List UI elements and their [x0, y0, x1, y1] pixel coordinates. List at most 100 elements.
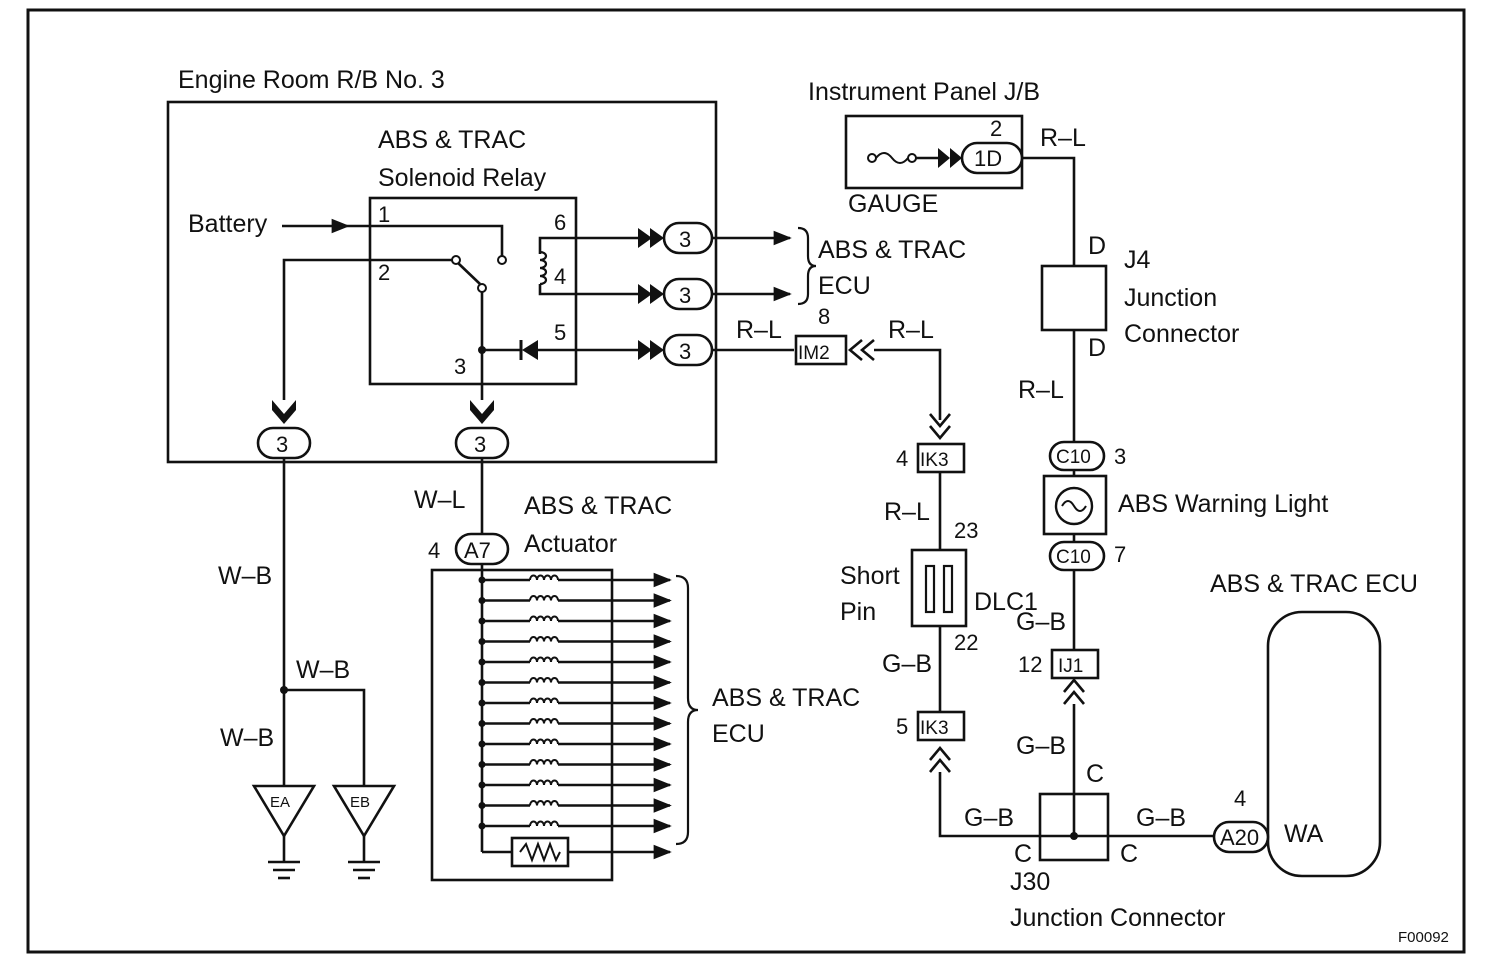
connector-a20 [1212, 820, 1270, 854]
svg-text:Junction Connector: Junction Connector [1010, 904, 1225, 932]
gauge-fuse-label: GAUGE [848, 190, 938, 218]
relay-title-line2: Solenoid Relay [378, 164, 547, 192]
actuator-solenoid-row [478, 798, 672, 813]
svg-text:3: 3 [1114, 444, 1126, 469]
svg-text:C: C [1086, 760, 1104, 788]
wire-wl: W–L [414, 486, 466, 514]
svg-text:Junction: Junction [1124, 284, 1217, 312]
wire-wb-2: W–B [296, 656, 350, 684]
ik3-top-pin: 4 [896, 446, 908, 471]
wire-rl-2: R–L [888, 316, 934, 344]
actuator-solenoid-row [478, 818, 672, 834]
svg-text:IM2: IM2 [798, 343, 830, 364]
connector-ik3-bottom: IK3 5 [896, 710, 966, 742]
actuator-solenoid-row [478, 716, 672, 731]
connector-ij1: IJ1 12 [1018, 648, 1100, 680]
wire-rl-5: R–L [1018, 376, 1064, 404]
relay-box: Engine Room R/B No. 3 [166, 66, 718, 464]
actuator-solenoid-row [478, 593, 672, 608]
svg-text:23: 23 [954, 518, 978, 543]
relay-pin-2: 2 [378, 260, 390, 285]
svg-text:A20: A20 [1220, 825, 1259, 850]
actuator-solenoid-row [478, 634, 672, 649]
connector-ik3-top: IK3 4 [896, 442, 966, 474]
relay-pin-5: 5 [554, 320, 566, 345]
actuator-solenoid-row [478, 736, 672, 752]
warning-light-label: ABS Warning Light [1118, 490, 1328, 518]
svg-text:3: 3 [276, 432, 288, 457]
actuator-solenoid-row [478, 695, 672, 711]
ecu-mid-line1: ABS & TRAC [712, 684, 860, 712]
svg-text:3: 3 [474, 432, 486, 457]
svg-text:3: 3 [679, 339, 691, 364]
svg-text:1D: 1D [974, 146, 1002, 171]
relay-title-line1: ABS & TRAC [378, 126, 526, 154]
relay-pin-6: 6 [554, 210, 566, 235]
wire-gb-1: G–B [882, 650, 932, 678]
svg-text:C: C [1014, 840, 1032, 868]
relay-pin-3: 3 [454, 354, 466, 379]
svg-text:EB: EB [350, 794, 370, 811]
svg-text:C10: C10 [1056, 447, 1091, 468]
svg-text:3: 3 [679, 227, 691, 252]
svg-text:C10: C10 [1056, 547, 1091, 568]
connector-3-top: 3 [638, 221, 714, 255]
ik3-bottom-pin: 5 [896, 714, 908, 739]
connector-3-mid: 3 [638, 277, 714, 311]
diagram-frame [26, 8, 1466, 954]
svg-text:22: 22 [954, 630, 978, 655]
actuator-solenoid-row [478, 757, 672, 772]
connector-3-right-bottom: 3 [454, 400, 510, 460]
svg-text:ABS & TRAC ECU: ABS & TRAC ECU [1210, 570, 1418, 598]
actuator-solenoid-row [478, 654, 672, 670]
svg-text:EA: EA [270, 794, 290, 811]
battery-label: Battery [188, 210, 268, 238]
svg-text:C: C [1120, 840, 1138, 868]
wire-gb-2: G–B [964, 804, 1014, 832]
actuator-solenoid-row [478, 613, 672, 629]
actuator-solenoid-row [478, 777, 672, 793]
wire-gb-3: G–B [1136, 804, 1186, 832]
ecu-top-line1: ABS & TRAC [818, 236, 966, 264]
svg-text:IK3: IK3 [920, 450, 949, 471]
wire-wb-1: W–B [218, 562, 272, 590]
svg-text:D: D [1088, 232, 1106, 260]
wire-wb-3: W–B [220, 724, 274, 752]
actuator-line2: Actuator [524, 530, 617, 558]
a7-pin: 4 [428, 538, 440, 563]
relay-pin-1: 1 [378, 202, 390, 227]
abs-trac-ecu: ABS & TRAC ECU WA A20 4 [1210, 570, 1418, 878]
ground-eb: EB [331, 784, 397, 880]
wire-rl-1: R–L [736, 316, 782, 344]
ecu-mid-line2: ECU [712, 720, 765, 748]
wire-gb-4: G–B [1016, 732, 1066, 760]
solenoid-relay: ABS & TRAC Solenoid Relay 1 2 3 4 5 6 Ba… [188, 126, 640, 400]
ij1-pin: 12 [1018, 652, 1042, 677]
svg-text:DLC1: DLC1 [974, 588, 1038, 616]
abs-warning-light: C10 7 C10 3 ABS Warning Light [1042, 440, 1328, 572]
svg-text:Connector: Connector [1124, 320, 1239, 348]
actuator: ABS & TRAC Actuator A7 4 [428, 492, 672, 882]
svg-text:Pin: Pin [840, 598, 876, 626]
im2-pin: 8 [818, 304, 830, 329]
ground-ea: EA [251, 784, 317, 880]
svg-text:3: 3 [679, 283, 691, 308]
svg-text:J30: J30 [1010, 868, 1050, 896]
actuator-solenoid-row [478, 675, 672, 690]
j4-junction-connector: D D J4 Junction Connector [1040, 230, 1239, 362]
svg-text:D: D [1088, 334, 1106, 362]
relay-pin-4: 4 [554, 264, 566, 289]
diagram-id: F00092 [1398, 929, 1449, 946]
ecu-top-line2: ECU [818, 272, 871, 300]
connector-im2: IM2 8 [794, 304, 875, 366]
relay-box-title: Engine Room R/B No. 3 [178, 66, 445, 94]
svg-text:IJ1: IJ1 [1058, 656, 1083, 677]
wire-rl-4: R–L [1040, 124, 1086, 152]
instrument-panel-jb: Instrument Panel J/B 1D 2 GAUGE [808, 78, 1040, 218]
connector-3-left-bottom: 3 [256, 400, 312, 460]
svg-text:J4: J4 [1124, 246, 1151, 274]
wire-gb-5: G–B [1016, 608, 1066, 636]
svg-text:Instrument Panel J/B: Instrument Panel J/B [808, 78, 1040, 106]
svg-text:7: 7 [1114, 542, 1126, 567]
a20-pin: 4 [1234, 786, 1246, 811]
